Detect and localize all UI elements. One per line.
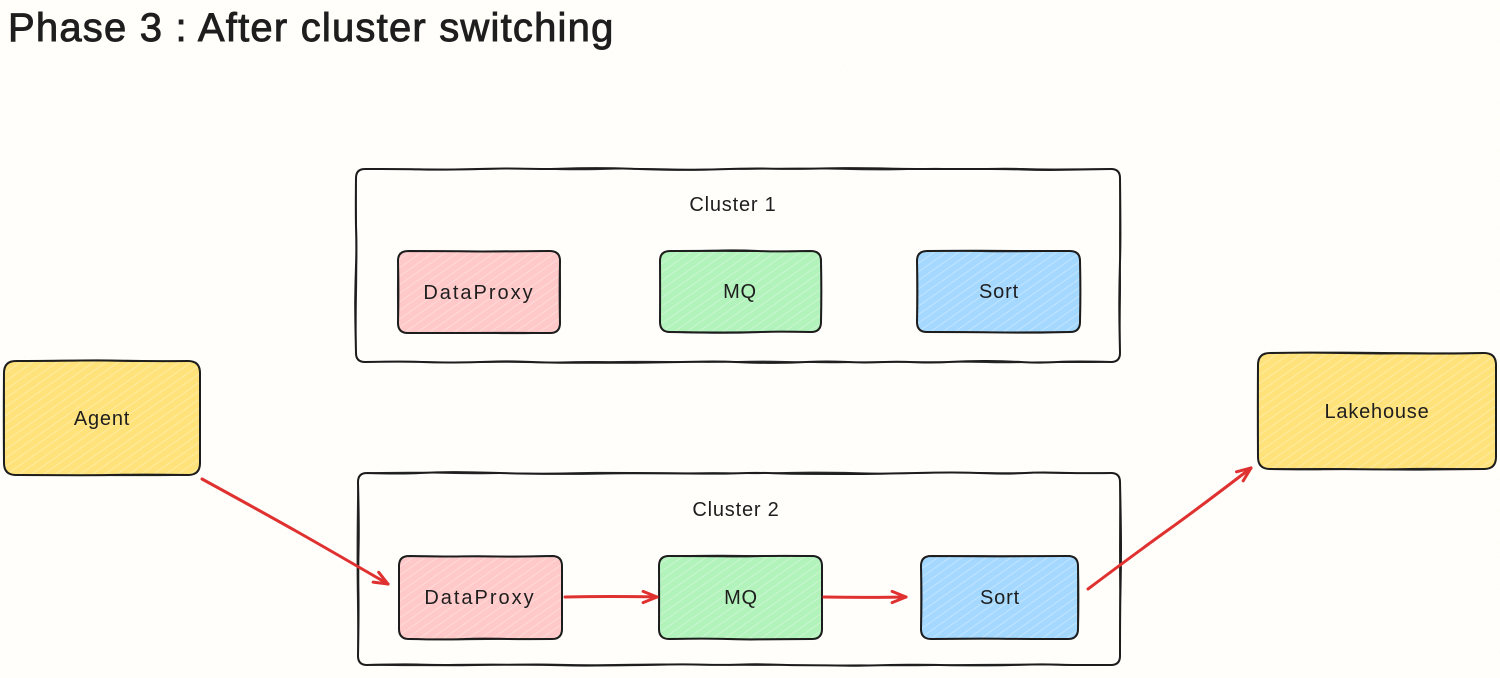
svg-text:Cluster 2: Cluster 2 xyxy=(692,499,779,521)
svg-text:Sort: Sort xyxy=(979,281,1019,303)
svg-text:DataProxy: DataProxy xyxy=(423,282,534,304)
svg-text:Phase 3 : After cluster switch: Phase 3 : After cluster switching xyxy=(8,6,615,50)
svg-text:MQ: MQ xyxy=(724,587,758,609)
svg-text:Sort: Sort xyxy=(980,587,1020,609)
svg-text:DataProxy: DataProxy xyxy=(424,587,535,609)
svg-text:Lakehouse: Lakehouse xyxy=(1324,401,1429,423)
svg-text:Cluster 1: Cluster 1 xyxy=(689,194,776,216)
svg-text:Agent: Agent xyxy=(74,408,130,430)
svg-text:MQ: MQ xyxy=(723,281,757,303)
